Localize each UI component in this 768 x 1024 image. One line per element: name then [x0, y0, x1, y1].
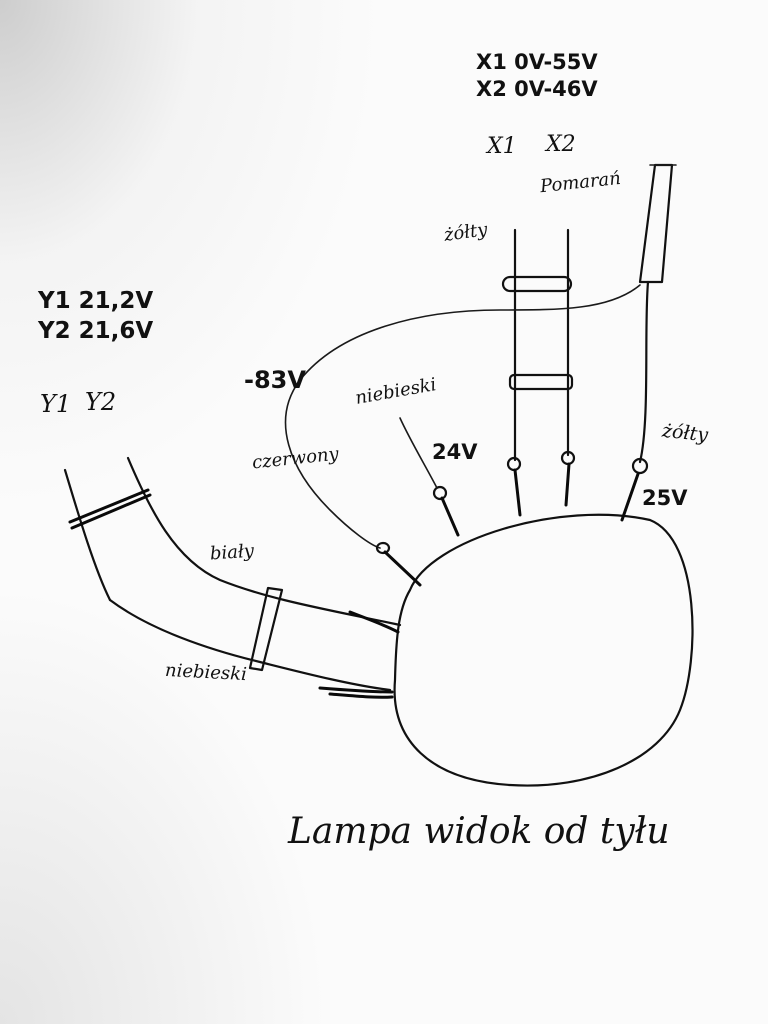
- harness-pipe-right: [638, 163, 674, 284]
- caption: Lampa widok od tyłu: [288, 811, 670, 852]
- voltage-25v: 25V: [642, 486, 688, 510]
- wire-czerwony-loop: [284, 284, 641, 549]
- wire-niebieski-end: [318, 686, 394, 694]
- wire-niebieski-to-24v: [399, 417, 438, 489]
- terminal-x1: X1: [487, 134, 517, 159]
- reading-y1: Y1 21,2V: [38, 288, 154, 314]
- reading-y2: Y2 21,6V: [38, 318, 154, 344]
- terminal-y2: Y2: [85, 388, 117, 416]
- reading-x1: X1 0V-55V: [476, 50, 598, 74]
- harness-tube-left-outer: [63, 468, 112, 602]
- tube-band-upper: [68, 488, 150, 524]
- voltage-minus83: -83V: [244, 366, 306, 394]
- connector-pins: [375, 450, 649, 587]
- lamp-body: [393, 513, 694, 787]
- label-zolty-right: żółty: [661, 419, 710, 447]
- harness-tube-left-inner: [126, 456, 402, 627]
- wire-right-down: [638, 280, 650, 464]
- sleeve-lower: [508, 373, 574, 391]
- tube-sleeve: [248, 586, 284, 672]
- wire-bialy-end: [348, 610, 400, 634]
- sleeve-upper: [501, 275, 573, 293]
- terminal-y1: Y1: [40, 390, 72, 418]
- harness-tube-left-outer2: [108, 598, 392, 692]
- label-bialy: biały: [209, 540, 255, 565]
- reading-x2: X2 0V-46V: [476, 77, 598, 101]
- label-niebieski-bottom: niebieski: [164, 659, 248, 686]
- tube-band-upper2: [70, 493, 152, 530]
- voltage-24v: 24V: [432, 440, 478, 464]
- wire-niebieski-end2: [328, 692, 394, 699]
- terminal-x2: X2: [546, 132, 576, 157]
